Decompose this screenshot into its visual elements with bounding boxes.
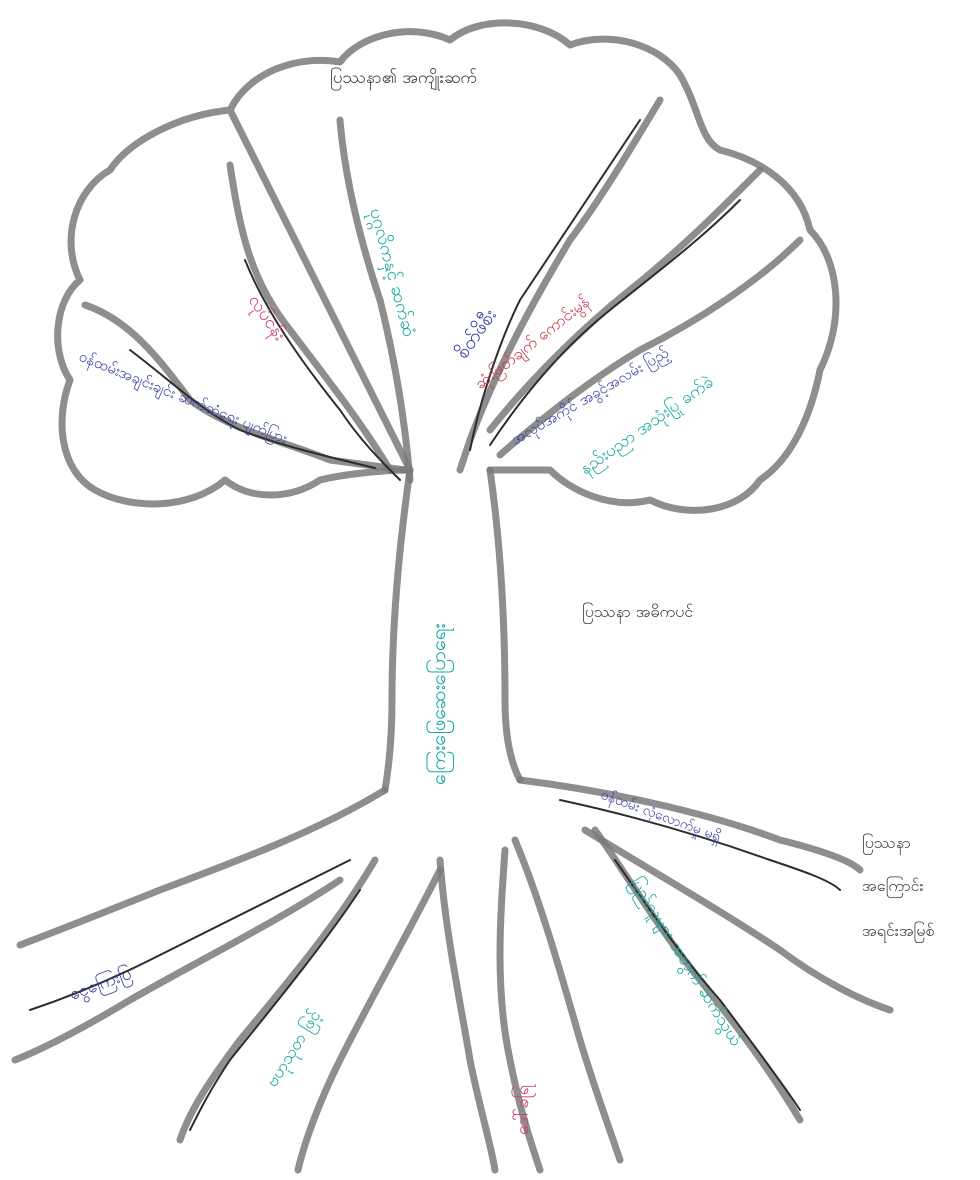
branch-far-left <box>85 305 405 470</box>
side-label-3: အရင်းအမြစ် <box>862 921 934 943</box>
root-label-left-teal: ဗဟုသုတ ဖြင့် <box>261 1005 328 1092</box>
crown-outline <box>58 23 836 511</box>
branch-label-far-left: ဝန်ထမ်းအချင်းချင်း ဆက်ဆံရေး ပျက်ပြား <box>75 346 290 450</box>
root-center <box>440 860 495 1170</box>
branch-label-right-blue-1: စိတ်ဖိစီး <box>450 304 501 363</box>
trunk-left-edge <box>385 470 410 790</box>
root-left-mid-inner <box>190 890 360 1130</box>
branch-right-2-inner <box>490 200 740 445</box>
side-label-2: အကြောင်း <box>862 876 924 898</box>
trunk-right-edge <box>490 470 520 780</box>
problem-label: ပြဿနာ အဓိကပင် <box>582 602 693 624</box>
root-label-center-pink: ဒေါ်ခရြ <box>511 1084 536 1135</box>
side-label-1: ပြဿနာ <box>862 833 911 855</box>
trunk-label: ကြေး‌ဖြေ‌ဆေးပြောရေး <box>426 624 454 785</box>
root-label-right-teal: ပြည်သူများ အတွက် ဆက်သွယ် <box>623 873 747 1051</box>
crown-title: ပြဿနာ၏ အကျိုးဆက် <box>330 66 477 91</box>
